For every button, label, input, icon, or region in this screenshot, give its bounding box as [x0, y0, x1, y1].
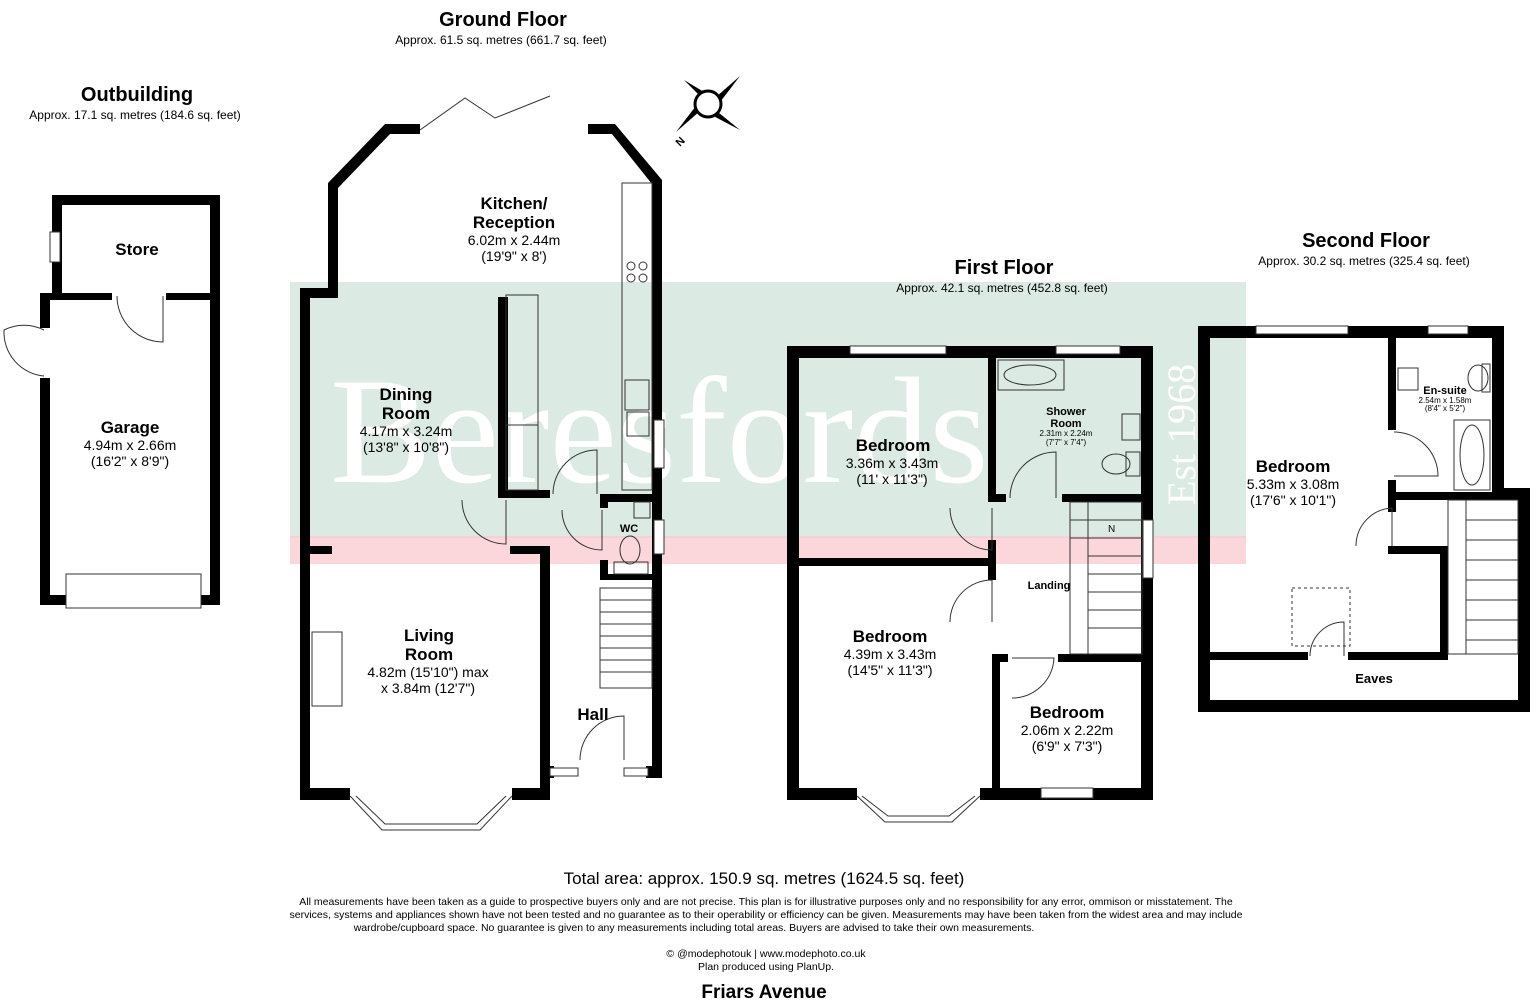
watermark-stripe — [290, 536, 1246, 564]
sf-bedroom-dim-imperial: (17'6" x 10'1") — [1250, 492, 1336, 508]
garage-dim-imperial: (16'2" x 8'9") — [91, 453, 169, 469]
garage-name: Garage — [101, 418, 160, 437]
second-floor-plan: Bedroom 5.33m x 3.08m (17'6" x 10'1") En… — [1198, 325, 1530, 712]
outbuilding-header: Outbuilding Approx. 17.1 sq. metres (184… — [29, 84, 240, 122]
dining-name-1: Dining — [380, 385, 433, 404]
bedroom3-dim-metric: 2.06m x 2.22m — [1021, 722, 1114, 738]
ensuite-dim-imperial: (8'4" x 5'2") — [1425, 404, 1466, 413]
credit-line-1: © @modephotouk | www.modephoto.co.uk — [666, 948, 866, 960]
dining-dim-imperial: (13'8" x 10'8") — [363, 439, 449, 455]
store-name: Store — [115, 240, 158, 259]
second-floor-title: Second Floor — [1302, 230, 1430, 252]
compass-icon: N — [674, 76, 740, 149]
bedroom2-dim-imperial: (14'5" x 11'3") — [847, 662, 932, 678]
kitchen-dim-imperial: (19'9" x 8') — [481, 248, 547, 264]
outbuilding-area: Approx. 17.1 sq. metres (184.6 sq. feet) — [29, 108, 240, 122]
wc-name: WC — [620, 523, 638, 535]
living-dim-1: 4.82m (15'10") max — [367, 664, 488, 680]
shower-dim-imperial: (7'7" x 7'4") — [1046, 438, 1087, 447]
hall-name: Hall — [577, 705, 608, 724]
outbuilding-title: Outbuilding — [81, 84, 193, 106]
outbuilding-plan: Store Garage 4.94m x 2.66m (16'2" x 8'9"… — [3, 195, 220, 609]
disclaimer-line-1: All measurements have been taken as a gu… — [299, 896, 1233, 908]
first-floor-header: First Floor Approx. 42.1 sq. metres (452… — [896, 257, 1107, 295]
compass-north-label: N — [674, 135, 688, 149]
second-floor-header: Second Floor Approx. 30.2 sq. metres (32… — [1258, 230, 1469, 268]
stairs-marker: N — [1108, 524, 1115, 535]
ensuite-name: En-suite — [1423, 385, 1466, 397]
ground-floor-header: Ground Floor Approx. 61.5 sq. metres (66… — [395, 9, 606, 47]
ground-floor-plan: Kitchen/ Reception 6.02m x 2.44m (19'9" … — [300, 95, 665, 831]
shower-dim-metric: 2.31m x 2.24m — [1040, 429, 1093, 438]
watermark-est: Est 1968 — [1159, 364, 1204, 505]
first-floor-area: Approx. 42.1 sq. metres (452.8 sq. feet) — [896, 281, 1107, 295]
second-floor-area: Approx. 30.2 sq. metres (325.4 sq. feet) — [1258, 254, 1469, 268]
bedroom3-dim-imperial: (6'9" x 7'3") — [1032, 738, 1103, 754]
credit-line-2: Plan produced using PlanUp. — [698, 961, 834, 973]
disclaimer-line-3: wardrobe/cupboard space. No guarantee is… — [353, 922, 1035, 934]
bedroom1-name: Bedroom — [856, 436, 931, 455]
bedroom1-dim-metric: 3.36m x 3.43m — [846, 455, 939, 471]
ground-floor-title: Ground Floor — [439, 9, 567, 31]
eaves-name: Eaves — [1355, 671, 1393, 686]
living-name-2: Room — [405, 645, 453, 664]
living-name-1: Living — [404, 626, 454, 645]
sf-bedroom-dim-metric: 5.33m x 3.08m — [1247, 476, 1340, 492]
property-address: Friars Avenue — [701, 982, 826, 1003]
ground-floor-area: Approx. 61.5 sq. metres (661.7 sq. feet) — [395, 33, 606, 47]
bedroom3-name: Bedroom — [1030, 703, 1105, 722]
first-floor-title: First Floor — [955, 257, 1054, 279]
disclaimer-line-2: services, systems and appliances shown h… — [290, 909, 1243, 921]
footer: Total area: approx. 150.9 sq. metres (16… — [290, 869, 1243, 1003]
bedroom1-dim-imperial: (11' x 11'3") — [856, 471, 927, 487]
ensuite-dim-metric: 2.54m x 1.58m — [1419, 396, 1472, 405]
kitchen-dim-metric: 6.02m x 2.44m — [468, 232, 561, 248]
kitchen-name-2: Reception — [473, 213, 555, 232]
shower-name-2: Room — [1050, 418, 1081, 430]
watermark: Beresfords Est 1968 — [290, 282, 1246, 564]
kitchen-name-1: Kitchen/ — [480, 194, 547, 213]
total-area: Total area: approx. 150.9 sq. metres (16… — [564, 869, 965, 888]
landing-name: Landing — [1028, 580, 1071, 592]
dining-dim-metric: 4.17m x 3.24m — [360, 423, 453, 439]
sf-bedroom-name: Bedroom — [1256, 457, 1331, 476]
first-floor-plan: N Bedroom 3.36m x 3.43m (11' x 11'3") Sh… — [787, 345, 1154, 823]
dining-name-2: Room — [382, 404, 430, 423]
bedroom2-dim-metric: 4.39m x 3.43m — [844, 646, 937, 662]
garage-dim-metric: 4.94m x 2.66m — [84, 437, 177, 453]
living-dim-2: x 3.84m (12'7") — [381, 680, 475, 696]
shower-name-1: Shower — [1046, 406, 1086, 418]
bedroom2-name: Bedroom — [853, 627, 928, 646]
